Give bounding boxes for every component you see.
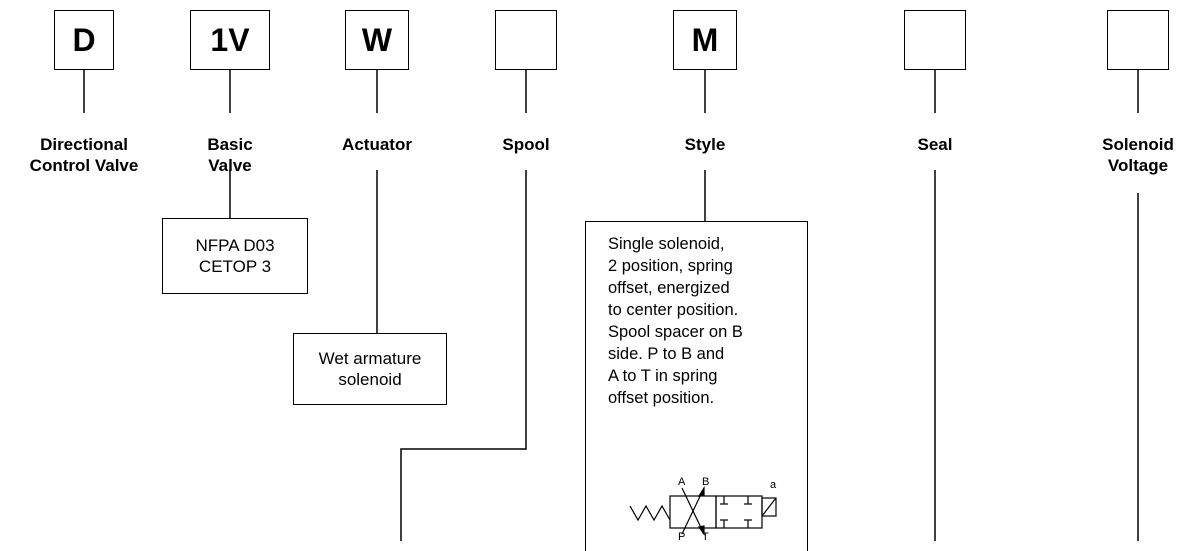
label-line: Style	[684, 135, 726, 154]
label-line: Basic	[207, 135, 253, 154]
code-value-directional: D	[72, 21, 96, 58]
note-basic-valve: NFPA D03 CETOP 3	[162, 218, 308, 294]
note-line: NFPA D03	[195, 236, 275, 255]
code-box-directional: D	[54, 10, 114, 70]
code-box-seal	[904, 10, 966, 70]
valve-envelope-2	[715, 495, 763, 529]
label-line: Actuator	[342, 135, 412, 154]
label-basic-valve: Basic Valve	[207, 134, 252, 176]
port-label-solenoid: a	[770, 479, 777, 491]
label-line: Seal	[917, 135, 953, 154]
label-actuator: Actuator	[342, 134, 412, 155]
code-value-basic-valve: 1V	[210, 21, 250, 58]
label-spool: Spool	[502, 134, 549, 155]
code-box-style: M	[673, 10, 737, 70]
spring-icon	[629, 504, 671, 522]
code-box-basic-valve: 1V	[190, 10, 270, 70]
connector-spool-route	[400, 170, 527, 541]
port-label-a: A	[678, 476, 686, 488]
label-seal: Seal	[918, 134, 953, 155]
code-box-spool	[495, 10, 557, 70]
note-line: Wet armature	[318, 349, 422, 368]
port-label-b: B	[702, 476, 709, 488]
note-line: CETOP 3	[198, 257, 272, 276]
label-line: Voltage	[1107, 156, 1169, 175]
label-solenoid-voltage: Solenoid Voltage	[1102, 134, 1174, 176]
port-label-p: P	[678, 531, 685, 540]
code-value-style: M	[691, 21, 719, 58]
port-label-t: T	[702, 531, 709, 540]
code-box-actuator: W	[345, 10, 409, 70]
note-line: offset position.	[608, 389, 715, 407]
code-box-solenoid-voltage	[1107, 10, 1169, 70]
label-line: Control Valve	[29, 156, 139, 175]
label-line: Valve	[208, 156, 252, 175]
valve-symbol-icon: A B P T a	[629, 476, 777, 540]
label-line: Spool	[502, 135, 550, 154]
note-line: to center position.	[608, 301, 739, 319]
note-line: 2 position, spring	[608, 257, 733, 275]
solenoid-icon	[761, 497, 777, 517]
code-value-actuator: W	[361, 21, 393, 58]
label-directional-control-valve: Directional Control Valve	[30, 134, 139, 176]
note-line: A to T in spring	[608, 367, 718, 385]
note-actuator: Wet armature solenoid	[293, 333, 447, 405]
label-style: Style	[685, 134, 726, 155]
label-line: Directional	[40, 135, 128, 154]
note-line: Single solenoid,	[608, 235, 725, 253]
label-line: Solenoid	[1102, 135, 1174, 154]
note-line: side. P to B and	[608, 345, 725, 363]
note-line: solenoid	[338, 370, 402, 389]
note-line: Spool spacer on B	[608, 323, 743, 341]
note-line: offset, energized	[608, 279, 730, 297]
note-style-text: Single solenoid, 2 position, spring offs…	[608, 233, 798, 409]
